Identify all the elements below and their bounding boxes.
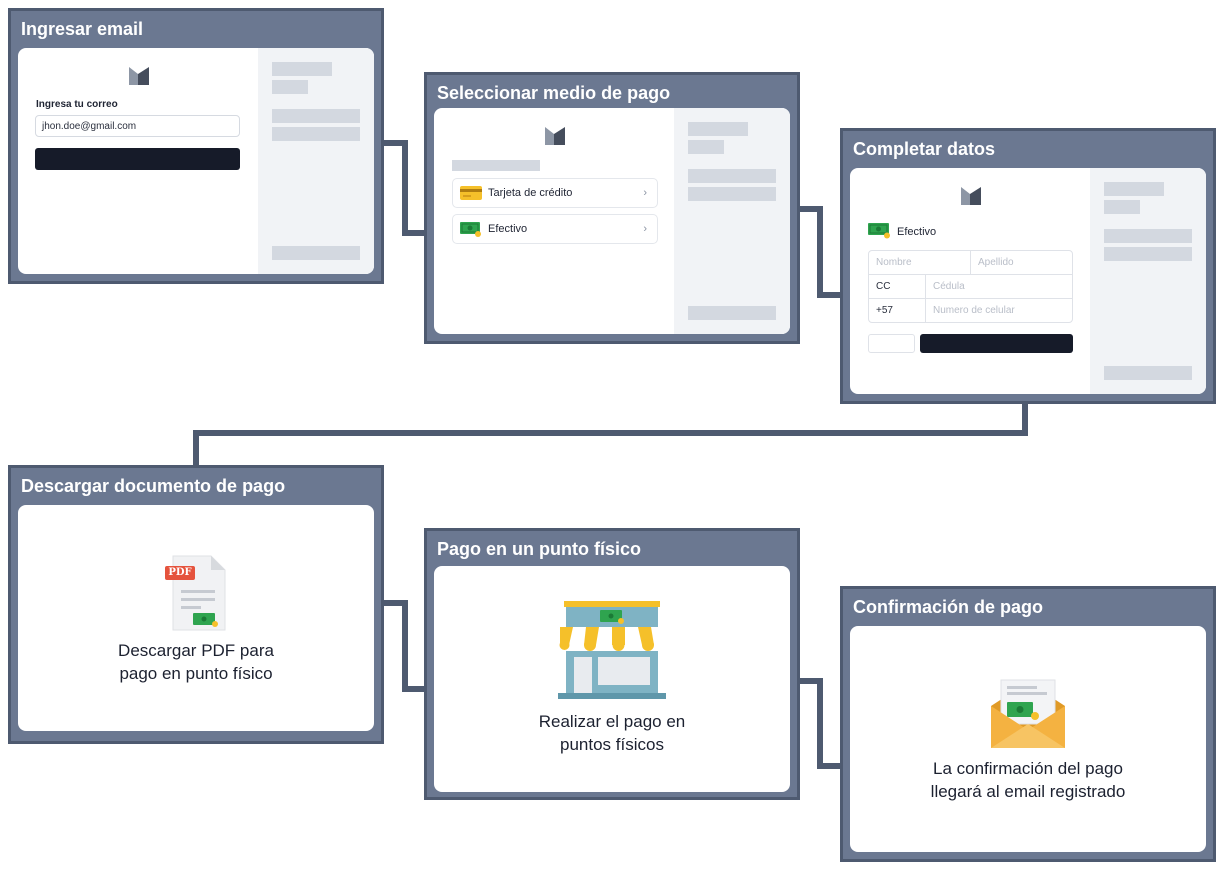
summary-placeholder: [688, 187, 776, 201]
summary-placeholder: [688, 122, 748, 136]
customer-data-card: Efectivo Nombre Apellido CC Cédula +57 N…: [850, 168, 1206, 394]
brand-logo-icon: [545, 127, 565, 145]
payment-option-cash[interactable]: Efectivo ›: [452, 214, 658, 244]
email-field-label: Ingresa tu correo: [36, 99, 118, 110]
cash-icon: [868, 223, 890, 239]
order-summary-panel: [1090, 168, 1206, 394]
caption-line: pago en punto físico: [119, 664, 273, 683]
step-title: Descargar documento de pago: [21, 476, 286, 496]
pdf-badge: PDF: [165, 566, 195, 580]
id-number-field[interactable]: Cédula: [925, 274, 1073, 299]
email-form-card: Ingresa tu correo jhon.doe@gmail.com: [18, 48, 374, 274]
step-title: Pago en un punto físico: [437, 539, 641, 559]
download-card: PDF Descargar PDF para pago en punto fís…: [18, 505, 374, 731]
first-name-field[interactable]: Nombre: [868, 250, 971, 275]
step-completar-datos: Completar datos Efectivo Nombre Apellido…: [840, 128, 1216, 404]
summary-placeholder: [688, 140, 724, 154]
step-pago-punto-fisico: Pago en un punto físico: [424, 528, 800, 800]
step-confirmacion-de-pago: Confirmación de pago La confirmación del…: [840, 586, 1216, 862]
chevron-right-icon: ›: [643, 223, 647, 235]
email-envelope-icon: [991, 679, 1065, 748]
order-summary-panel: [258, 48, 374, 274]
summary-placeholder: [1104, 182, 1164, 196]
last-name-field[interactable]: Apellido: [970, 250, 1073, 275]
summary-placeholder: [1104, 366, 1192, 380]
phone-prefix-select[interactable]: +57: [868, 298, 926, 323]
step-descargar-documento: Descargar documento de pago PDF Descarga…: [8, 465, 384, 744]
connector-5-6: [799, 678, 841, 769]
phone-number-field[interactable]: Numero de celular: [925, 298, 1073, 323]
summary-placeholder: [1104, 247, 1192, 261]
summary-placeholder: [272, 246, 360, 260]
summary-placeholder: [272, 127, 360, 141]
physical-payment-card: Realizar el pago en puntos físicos: [434, 566, 790, 792]
continue-button[interactable]: [35, 148, 240, 170]
step-title: Ingresar email: [21, 19, 144, 39]
connector-1-2: [383, 140, 425, 236]
caption-line: puntos físicos: [560, 735, 664, 754]
summary-placeholder: [272, 109, 360, 123]
payment-option-label: Efectivo: [488, 223, 528, 235]
summary-placeholder: [1104, 200, 1140, 214]
download-caption: Descargar PDF para pago en punto físico: [18, 639, 374, 685]
summary-placeholder: [272, 62, 332, 76]
payment-option-credit-card[interactable]: Tarjeta de crédito ›: [452, 178, 658, 208]
step-ingresar-email: Ingresar email Ingresa tu correo jhon.do…: [8, 8, 384, 284]
brand-logo-icon: [129, 67, 149, 85]
back-button[interactable]: [868, 334, 915, 353]
order-summary-panel: [674, 108, 790, 334]
email-field[interactable]: jhon.doe@gmail.com: [35, 115, 240, 137]
step-title: Completar datos: [853, 139, 996, 159]
pdf-document-icon: [172, 555, 226, 631]
caption-line: Descargar PDF para: [118, 641, 274, 660]
store-icon: [558, 601, 666, 699]
step-title: Seleccionar medio de pago: [437, 83, 671, 103]
summary-placeholder: [688, 169, 776, 183]
confirmation-caption: La confirmación del pago llegará al emai…: [850, 757, 1206, 803]
physical-payment-caption: Realizar el pago en puntos físicos: [434, 710, 790, 756]
credit-card-icon: [460, 186, 482, 200]
payment-method-card: Tarjeta de crédito › Efectivo ›: [434, 108, 790, 334]
caption-line: Realizar el pago en: [538, 712, 686, 731]
caption-line: llegará al email registrado: [930, 782, 1126, 801]
chevron-right-icon: ›: [643, 187, 647, 199]
cash-icon: [460, 221, 481, 237]
connector-4-5: [383, 600, 425, 692]
connector-3-4: [193, 403, 1028, 465]
brand-logo-icon: [961, 187, 981, 205]
summary-placeholder: [272, 80, 308, 94]
connector-2-3: [799, 206, 841, 298]
section-heading-placeholder: [452, 160, 540, 171]
caption-line: La confirmación del pago: [933, 759, 1123, 778]
confirmation-card: La confirmación del pago llegará al emai…: [850, 626, 1206, 852]
summary-placeholder: [688, 306, 776, 320]
summary-placeholder: [1104, 229, 1192, 243]
payment-option-label: Tarjeta de crédito: [488, 187, 573, 199]
selected-method-label: Efectivo: [897, 226, 937, 238]
submit-button[interactable]: [920, 334, 1073, 353]
step-seleccionar-medio-de-pago: Seleccionar medio de pago Tarjeta de cré…: [424, 72, 800, 344]
document-type-select[interactable]: CC: [868, 274, 926, 299]
step-title: Confirmación de pago: [853, 597, 1044, 617]
